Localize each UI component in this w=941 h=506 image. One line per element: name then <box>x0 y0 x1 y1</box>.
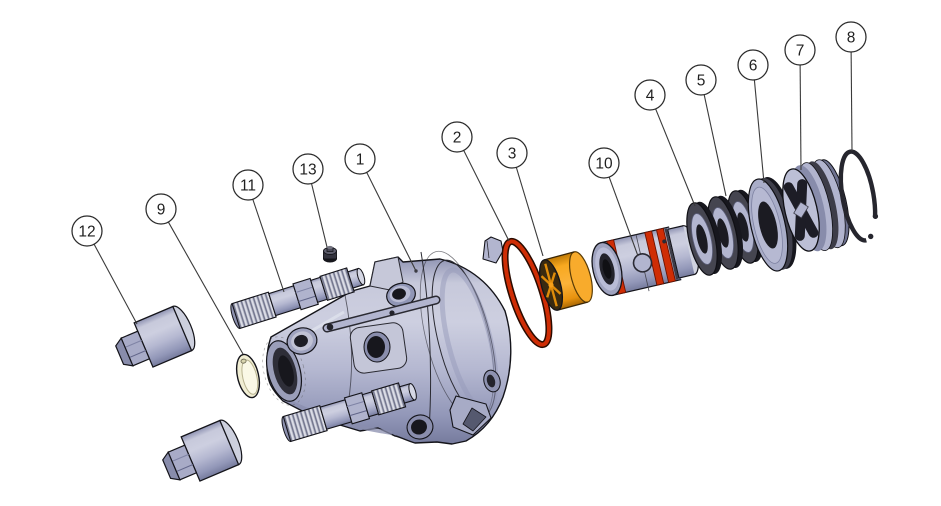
balloon-number-1: 1 <box>356 151 365 168</box>
leader-line-2 <box>463 150 510 242</box>
balloon-circle-7[interactable] <box>784 34 816 66</box>
balloon-circle-9[interactable] <box>145 193 177 225</box>
part-7-end-cap <box>782 159 850 252</box>
leader-line-8 <box>850 51 853 152</box>
balloon-10[interactable]: 10 <box>588 147 639 257</box>
balloon-circle-8[interactable] <box>835 21 867 53</box>
leader-line-4 <box>655 108 696 207</box>
balloon-3[interactable]: 3 <box>496 137 544 257</box>
balloon-13[interactable]: 13 <box>292 153 328 248</box>
part-12-plug-lower <box>162 419 243 482</box>
leader-line-6 <box>753 79 765 184</box>
balloon-8[interactable]: 8 <box>835 21 867 152</box>
part-12-plug-upper <box>115 305 196 368</box>
balloon-circle-13[interactable] <box>292 153 324 185</box>
part-2-oring <box>501 237 553 349</box>
leader-line-12 <box>93 243 138 325</box>
part-8-snap-ring <box>838 149 879 243</box>
balloon-9[interactable]: 9 <box>145 193 244 355</box>
leader-line-1 <box>366 172 417 272</box>
balloon-number-8: 8 <box>847 29 856 46</box>
leader-line-13 <box>311 183 328 248</box>
balloon-circle-10[interactable] <box>588 147 620 179</box>
balloon-number-11: 11 <box>240 177 256 194</box>
balloon-number-4: 4 <box>646 87 655 104</box>
balloon-circle-4[interactable] <box>634 79 666 111</box>
balloon-number-12: 12 <box>78 223 95 240</box>
leader-line-3 <box>515 167 544 257</box>
part-3-insert <box>538 251 593 311</box>
part-13-nut <box>323 245 337 263</box>
balloon-circle-12[interactable] <box>71 215 103 247</box>
balloon-number-2: 2 <box>453 129 462 146</box>
balloon-circle-6[interactable] <box>737 49 769 81</box>
balloon-number-10: 10 <box>595 155 613 172</box>
part-11-fitting-upper <box>230 267 366 330</box>
balloon-number-5: 5 <box>697 72 706 89</box>
balloon-5[interactable]: 5 <box>685 64 727 197</box>
part-4-washer <box>686 201 723 276</box>
balloon-circle-2[interactable] <box>441 121 473 153</box>
balloon-11[interactable]: 11 <box>232 169 285 293</box>
leader-line-5 <box>703 94 727 197</box>
balloon-circle-11[interactable] <box>232 169 264 201</box>
balloon-2[interactable]: 2 <box>441 121 510 242</box>
balloon-4[interactable]: 4 <box>634 79 696 207</box>
balloon-7[interactable]: 7 <box>784 34 816 171</box>
leader-line-10 <box>608 176 639 257</box>
balloon-1[interactable]: 1 <box>344 143 417 272</box>
balloon-circle-1[interactable] <box>344 143 376 175</box>
balloon-number-6: 6 <box>749 57 758 74</box>
balloon-number-7: 7 <box>796 42 805 59</box>
part-1-valve-body <box>262 236 512 445</box>
balloon-circle-3[interactable] <box>496 137 528 169</box>
part-9-pin <box>235 353 261 399</box>
balloon-number-9: 9 <box>157 201 166 218</box>
balloon-6[interactable]: 6 <box>737 49 769 184</box>
part-10-spool <box>591 225 700 297</box>
balloon-12[interactable]: 12 <box>71 215 138 325</box>
balloon-number-13: 13 <box>299 161 316 178</box>
leader-line-9 <box>167 221 244 355</box>
part-11-fitting-lower <box>281 382 417 443</box>
balloon-circle-5[interactable] <box>685 64 717 96</box>
leader-line-7 <box>799 64 802 171</box>
leader-line-11 <box>252 199 285 293</box>
balloon-number-3: 3 <box>508 145 517 162</box>
